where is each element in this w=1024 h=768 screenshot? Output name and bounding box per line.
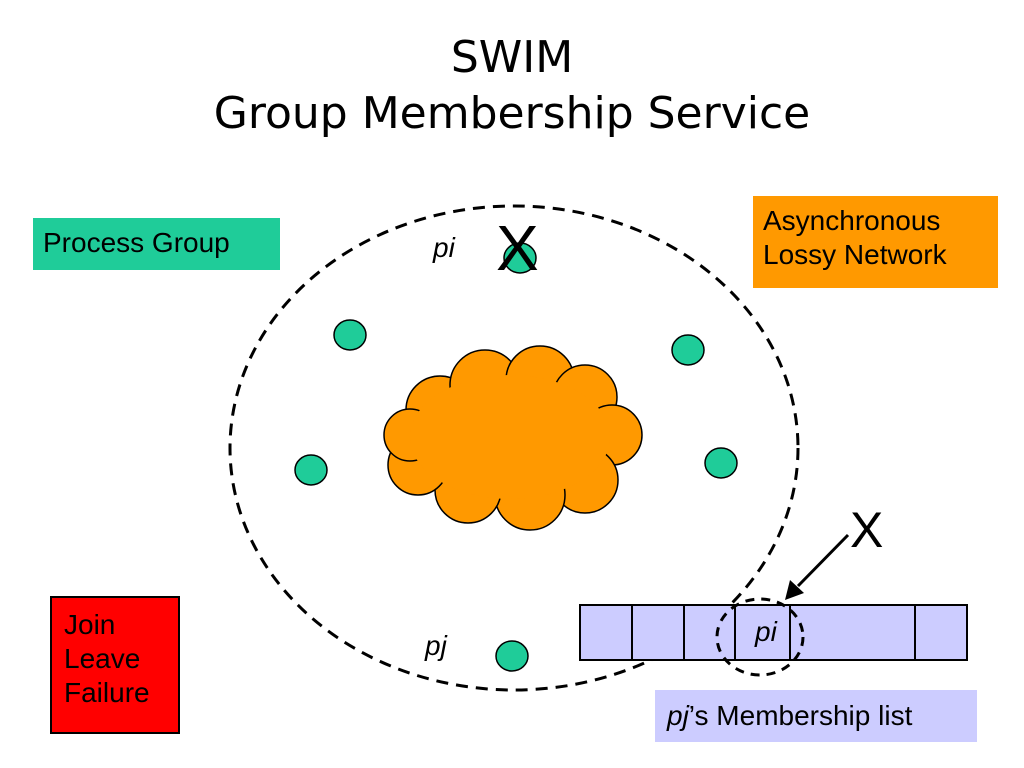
process-group-label: Process Group: [33, 218, 280, 270]
process-node: [704, 447, 738, 479]
slide-title: SWIM Group Membership Service: [0, 30, 1024, 142]
membership-list-caption: pj’s Membership list: [655, 690, 977, 742]
caption-rest: ’s Membership list: [688, 700, 913, 731]
membership-list: [579, 597, 968, 677]
process-node: [294, 454, 328, 486]
network-label-line-1: Asynchronous: [763, 205, 941, 236]
event-failure: Failure: [64, 677, 150, 708]
network-cloud: [383, 345, 643, 531]
event-leave: Leave: [64, 643, 141, 674]
process-node: [671, 334, 705, 366]
process-node-pi: [503, 242, 537, 274]
process-group-boundary: [228, 204, 800, 692]
membership-events-box: Join Leave Failure: [50, 596, 180, 734]
process-node-pj: [495, 640, 529, 672]
event-join: Join: [64, 609, 116, 640]
title-line-1: SWIM: [450, 32, 574, 83]
network-label: Asynchronous Lossy Network: [753, 196, 998, 288]
failure-x-mark-node: X: [496, 212, 539, 284]
membership-list-array: [579, 604, 968, 661]
node-label-pj: pj: [425, 630, 447, 661]
list-entry-pi-label: pi: [755, 616, 777, 647]
network-label-line-2: Lossy Network: [763, 239, 947, 270]
failed-entry-highlight: [715, 597, 805, 677]
failure-arrow: [785, 533, 850, 600]
process-node: [333, 319, 367, 351]
process-nodes: [294, 242, 738, 672]
failure-x-mark-list: X: [850, 502, 884, 558]
caption-owner: pj: [667, 700, 689, 731]
title-line-2: Group Membership Service: [213, 88, 811, 139]
node-label-pi: pi: [433, 232, 455, 263]
